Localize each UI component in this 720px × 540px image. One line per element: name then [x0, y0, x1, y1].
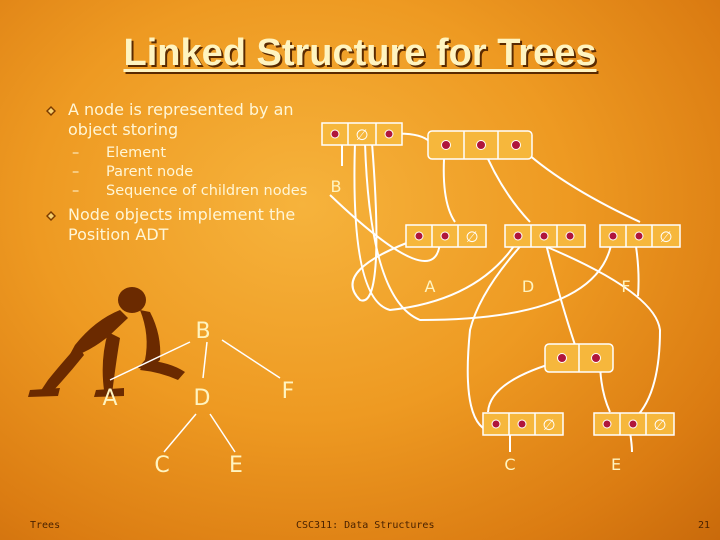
- bullet-item: A node is represented by an object stori…: [46, 100, 316, 140]
- sub-bullet-list: –Element –Parent node –Sequence of child…: [46, 144, 316, 201]
- linked-label-d: D: [522, 277, 534, 296]
- tree-edges: [109, 339, 281, 453]
- linked-node-e: ∅: [593, 412, 675, 436]
- linked-node-c: ∅: [482, 412, 564, 436]
- bullet-text: Node objects implement the Position ADT: [68, 205, 296, 244]
- bullet-text: A node is represented by an object stori…: [68, 100, 294, 139]
- sprinter-clipart-icon: [28, 287, 185, 397]
- null-pointer-icon: ∅: [653, 416, 666, 434]
- tree-node-f: F: [282, 379, 295, 404]
- null-pointer-icon: ∅: [355, 126, 368, 144]
- tree-node-d: D: [194, 386, 211, 411]
- tree-edge: [209, 413, 236, 453]
- link-line: [634, 239, 640, 297]
- sub-bullet-text: Sequence of children nodes: [106, 183, 308, 199]
- tree-node-c: C: [154, 453, 169, 478]
- sub-bullet-text: Parent node: [106, 164, 194, 180]
- tree-edge: [163, 413, 197, 453]
- link-line: [517, 144, 641, 223]
- tree-node-e: E: [229, 453, 243, 478]
- linked-level1-labels: A D F: [425, 277, 631, 296]
- footer-center: CSC311: Data Structures: [296, 520, 435, 531]
- linked-level2-labels: C E: [504, 455, 621, 474]
- link-line: [329, 194, 441, 262]
- page-number: 21: [697, 520, 710, 531]
- null-pointer-icon: ∅: [465, 228, 478, 246]
- bullet-item: Node objects implement the Position ADT: [46, 205, 316, 245]
- linked-node-d: [504, 224, 586, 248]
- sub-bullet-text: Element: [106, 145, 167, 161]
- link-line: [544, 239, 576, 346]
- linked-label-f: F: [621, 277, 630, 296]
- link-lines: [329, 132, 662, 453]
- linked-children-d: [544, 343, 614, 373]
- link-line: [529, 239, 662, 433]
- linked-label-b: B: [331, 177, 342, 196]
- linked-node-a: ∅: [405, 224, 487, 248]
- linked-label-c: C: [504, 455, 515, 474]
- null-pointer-icon: ∅: [659, 228, 672, 246]
- tree-node-labels: B A D F C E: [102, 319, 294, 478]
- tree-edge: [109, 341, 191, 381]
- slide-title: Linked Structure for Trees: [123, 32, 597, 74]
- footer-left: Trees: [30, 520, 61, 531]
- link-line: [466, 239, 527, 433]
- tree-edge: [221, 339, 281, 379]
- tree-edge: [202, 341, 208, 379]
- tree-node-a: A: [102, 386, 117, 411]
- sub-bullet-item: –Element: [72, 145, 167, 161]
- link-line: [364, 142, 613, 322]
- tree-node-root: B: [195, 319, 210, 344]
- linked-node-f: ∅: [599, 224, 681, 248]
- linked-children-b: [427, 130, 533, 160]
- link-line: [351, 142, 421, 302]
- linked-label-a: A: [425, 277, 436, 296]
- sub-bullet-item: –Parent node: [72, 164, 194, 180]
- bullet-diamond-icon: [46, 211, 56, 221]
- linked-node-b: ∅: [321, 122, 403, 146]
- linked-label-e: E: [611, 455, 621, 474]
- link-line: [353, 142, 519, 312]
- sub-bullet-item: –Sequence of children nodes: [72, 183, 308, 199]
- null-pointer-icon: ∅: [542, 416, 555, 434]
- bullet-diamond-icon: [46, 106, 56, 116]
- bullet-list: A node is represented by an object stori…: [46, 100, 316, 249]
